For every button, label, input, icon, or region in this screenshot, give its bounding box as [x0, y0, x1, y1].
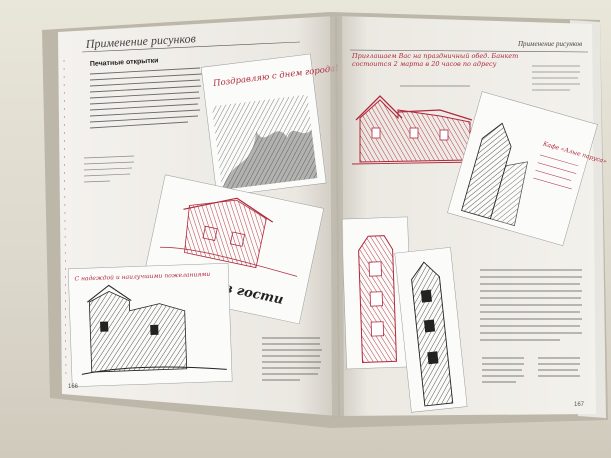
right-page-number: 167	[574, 402, 585, 408]
right-captions	[482, 357, 580, 383]
right-header: Применение рисунков	[517, 40, 582, 48]
card-bottom: С надеждой и наилучшими пожеланиями	[67, 262, 233, 388]
invite-block: Приглашаем Вас на праздничный обед. Банк…	[352, 52, 580, 91]
card-top: Поздравляю с днем города!	[200, 53, 339, 197]
card-bottom-text: С надеждой и наилучшими пожеланиями	[74, 271, 210, 283]
right-paragraph	[480, 269, 582, 341]
book-gutter	[330, 16, 344, 418]
left-page: Применение рисунков Печатные открытки	[58, 16, 339, 416]
right-page: Применение рисунков Приглашаем Вас на пр…	[337, 16, 608, 416]
left-header: Применение рисунков	[84, 31, 196, 51]
card-tall-black	[394, 247, 468, 413]
left-paragraph-title: Печатные открытки	[90, 57, 159, 68]
left-page-number: 166	[68, 384, 79, 390]
left-text-block: Печатные открытки	[83, 57, 203, 183]
red-building-drawing	[351, 95, 479, 165]
invite-text: Приглашаем Вас на праздничный обед. Банк…	[352, 52, 519, 68]
left-caption	[262, 337, 322, 381]
card-right: Кафе «Алые паруса»	[447, 91, 608, 247]
